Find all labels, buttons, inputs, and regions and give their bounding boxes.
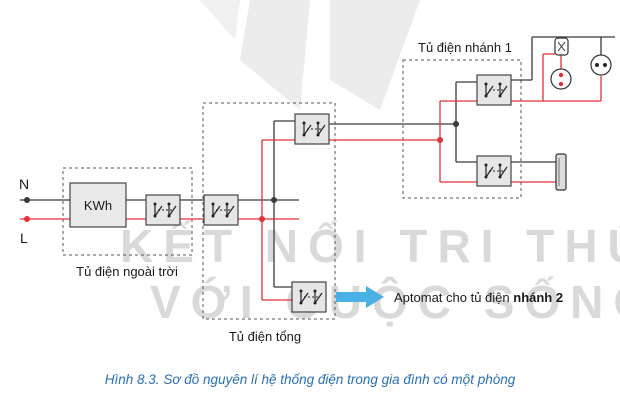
figure-caption: Hình 8.3. Sơ đồ nguyên lí hệ thống điện …	[105, 372, 516, 387]
line-wiring	[20, 53, 602, 301]
watermark-line1: KẾT NỐI TRI THỨC	[120, 220, 620, 272]
lamp-icon	[554, 37, 569, 56]
circuit-breaker-icon	[476, 155, 512, 187]
watermark: KẾT NỐI TRI THỨC VỚI CUỘC SỐNG	[120, 0, 620, 328]
meter-label: KWh	[84, 198, 112, 213]
watermark-line2: VỚI CUỘC SỐNG	[150, 276, 620, 328]
circuit-breaker-icon	[145, 194, 181, 226]
terminal-l-label: L	[20, 230, 28, 246]
branch2-arrow	[336, 286, 384, 308]
circuit-breaker-icon	[294, 113, 330, 145]
main-panel-label: Tủ điện tổng	[229, 329, 301, 344]
circuit-breaker-icon	[291, 281, 327, 313]
socket-icon	[590, 54, 612, 76]
branch1-panel-box	[402, 59, 522, 199]
circuit-breaker-icon	[476, 74, 512, 106]
energy-meter: KWh	[69, 182, 127, 228]
terminal-n-label: N	[19, 176, 29, 192]
branch1-panel-label: Tủ điện nhánh 1	[418, 40, 512, 55]
fan-icon	[550, 68, 572, 90]
main-panel-box	[202, 102, 336, 320]
circuit-breaker-icon	[203, 194, 239, 226]
branch2-label: Aptomat cho tủ điện nhánh 2	[394, 290, 563, 305]
appliance-icon	[555, 153, 567, 191]
outdoor-panel-label: Tủ điện ngoài trời	[76, 264, 178, 279]
